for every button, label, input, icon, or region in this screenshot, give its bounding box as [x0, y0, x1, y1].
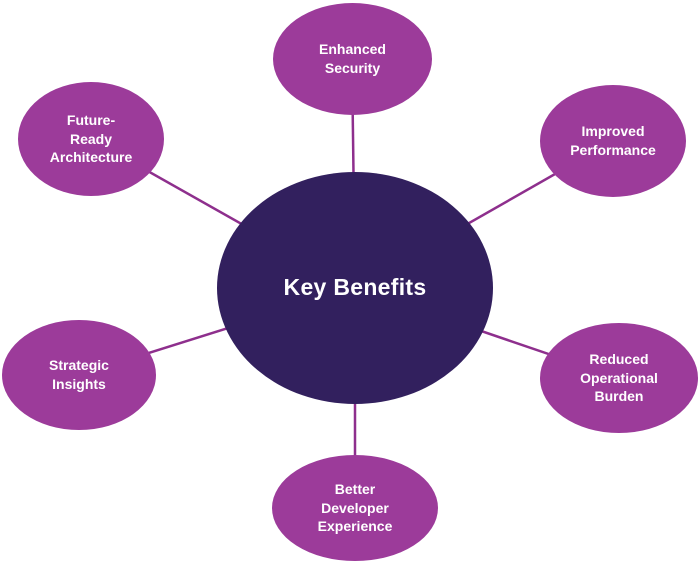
node-reduced-operational-burden: Reduced Operational Burden: [540, 323, 698, 433]
node-label-improved-performance: Improved Performance: [570, 123, 656, 158]
center-node-label: Key Benefits: [283, 274, 427, 301]
node-label-better-developer-experience: Better Developer Experience: [317, 480, 393, 535]
node-label-strategic-insights: Strategic Insights: [49, 357, 109, 392]
node-strategic-insights: Strategic Insights: [2, 320, 156, 430]
node-better-developer-experience: Better Developer Experience: [272, 455, 438, 561]
node-enhanced-security: Enhanced Security: [273, 3, 432, 115]
center-node-key-benefits: Key Benefits: [217, 172, 493, 404]
node-label-reduced-operational-burden: Reduced Operational Burden: [580, 350, 658, 405]
node-improved-performance: Improved Performance: [540, 85, 686, 197]
node-future-ready-architecture: Future- Ready Architecture: [18, 82, 164, 196]
node-label-future-ready-architecture: Future- Ready Architecture: [49, 111, 133, 166]
node-label-enhanced-security: Enhanced Security: [319, 41, 386, 76]
